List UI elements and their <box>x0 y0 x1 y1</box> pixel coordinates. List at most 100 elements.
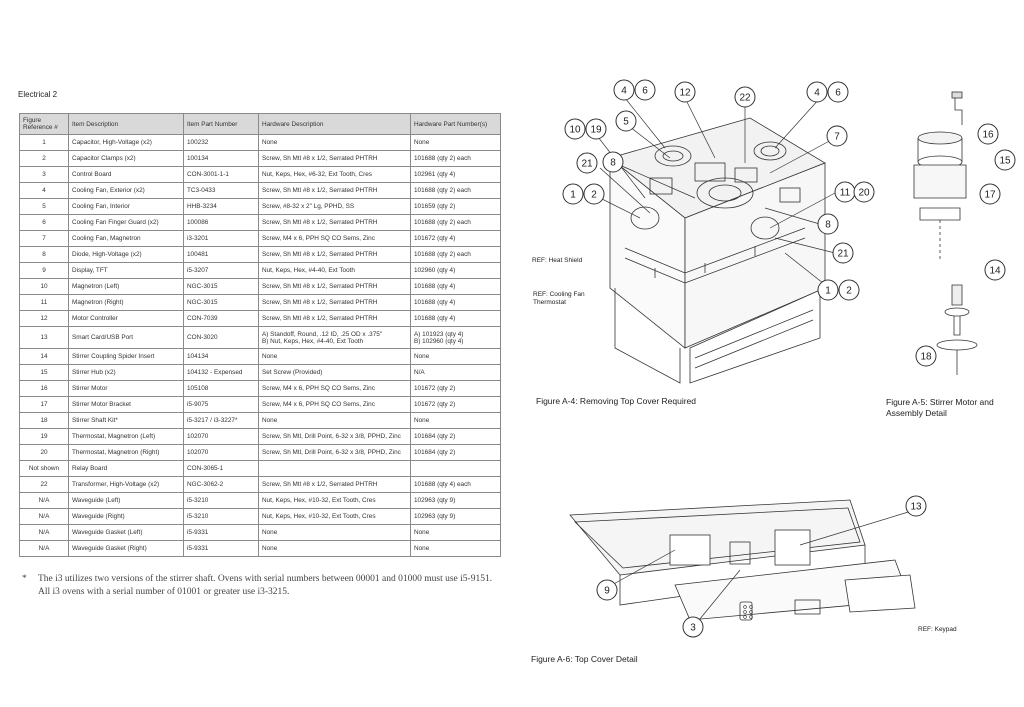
cell-hardware-part-number: 101672 (qty 2) <box>410 380 501 397</box>
callout-bubble <box>596 579 618 601</box>
callout-bubble <box>583 183 605 205</box>
cell-figure-ref: 22 <box>19 476 69 493</box>
cell-item-description: Cooling Fan Finger Guard (x2) <box>68 214 184 231</box>
cell-hardware-description: Screw, Sh Mtl #8 x 1/2, Serrated PHTRH <box>258 182 411 199</box>
callout-bubble <box>634 79 656 101</box>
cell-hardware-description <box>258 460 411 477</box>
cell-hardware-part-number: 101688 (qty 2) each <box>410 150 501 167</box>
cell-figure-ref: 2 <box>19 150 69 167</box>
cell-item-part-number: NGC-3062-2 <box>183 476 259 493</box>
cell-item-description: Cooling Fan, Magnetron <box>68 230 184 247</box>
callout-bubble <box>977 123 999 145</box>
cell-item-part-number: 100134 <box>183 150 259 167</box>
callout-number: 1 <box>825 286 831 297</box>
cell-item-part-number: 102070 <box>183 444 259 461</box>
cell-item-part-number: i5-3210 <box>183 508 259 525</box>
cell-item-description: Capacitor, High-Voltage (x2) <box>68 134 184 151</box>
cell-hardware-part-number: None <box>410 134 501 151</box>
cell-hardware-part-number: 102961 (qty 4) <box>410 166 501 183</box>
callout-bubble <box>832 242 854 264</box>
callout-number: 7 <box>834 132 840 143</box>
cell-hardware-part-number: 101688 (qty 4) <box>410 278 501 295</box>
cell-figure-ref: 19 <box>19 428 69 445</box>
cell-item-description: Cooling Fan, Interior <box>68 198 184 215</box>
callout-number: 15 <box>999 156 1011 167</box>
callout-bubble <box>827 81 849 103</box>
cell-hardware-description: Screw, M4 x 6, PPH SQ CO Sems, Zinc <box>258 380 411 397</box>
cell-item-part-number: CON-3065-1 <box>183 460 259 477</box>
callout-number: 1 <box>570 190 576 201</box>
cell-hardware-description: A) Standoff, Round, .12 ID, .25 OD x .37… <box>258 326 411 349</box>
cell-item-description: Thermostat, Magnetron (Right) <box>68 444 184 461</box>
cell-hardware-description: Screw, #8-32 x 2" Lg, PPHD, SS <box>258 198 411 215</box>
callout-bubble <box>562 183 584 205</box>
cell-figure-ref: 15 <box>19 364 69 381</box>
callout-number: 2 <box>846 286 852 297</box>
col-hardware-description: Hardware Description <box>258 113 411 135</box>
cell-item-description: Stirrer Shaft Kit* <box>68 412 184 429</box>
cell-hardware-description: Screw, Sh Mtl #8 x 1/2, Serrated PHTRH <box>258 310 411 327</box>
cell-hardware-part-number: 101672 (qty 2) <box>410 396 501 413</box>
cell-item-description: Stirrer Motor <box>68 380 184 397</box>
cell-figure-ref: 3 <box>19 166 69 183</box>
cell-figure-ref: 14 <box>19 348 69 365</box>
figure-a6-drawing <box>569 499 916 626</box>
cell-hardware-part-number: 101688 (qty 4) <box>410 310 501 327</box>
figure-a5-caption: Figure A-5: Stirrer Motor and Assembly D… <box>886 397 994 418</box>
cell-item-part-number: i3-3201 <box>183 230 259 247</box>
cell-figure-ref: 18 <box>19 412 69 429</box>
cell-item-description: Waveguide Gasket (Right) <box>68 540 184 557</box>
callout-number: 6 <box>642 86 648 97</box>
col-item-part-number: Item Part Number <box>183 113 259 135</box>
cell-figure-ref: 12 <box>19 310 69 327</box>
cell-figure-ref: 11 <box>19 294 69 311</box>
callout-number: 8 <box>610 158 616 169</box>
cell-item-part-number: NGC-3015 <box>183 278 259 295</box>
cell-hardware-description: Screw, Sh Mtl #8 x 1/2, Serrated PHTRH <box>258 294 411 311</box>
callout-number: 6 <box>835 88 841 99</box>
cell-item-description: Control Board <box>68 166 184 183</box>
callout-number: 20 <box>858 188 870 199</box>
cell-figure-ref: N/A <box>19 524 69 541</box>
callout-bubble <box>613 79 635 101</box>
callout-bubble <box>905 495 927 517</box>
cell-item-part-number: 105108 <box>183 380 259 397</box>
cell-item-part-number: 100086 <box>183 214 259 231</box>
footnote-mark: * <box>22 574 27 584</box>
cell-hardware-part-number: 101659 (qty 2) <box>410 198 501 215</box>
callout-bubble <box>576 152 598 174</box>
cell-hardware-part-number: 101684 (qty 2) <box>410 444 501 461</box>
callout-bubble <box>984 259 1006 281</box>
cell-hardware-part-number: N/A <box>410 364 501 381</box>
callout-number: 4 <box>621 86 627 97</box>
cell-figure-ref: N/A <box>19 492 69 509</box>
cell-item-description: Relay Board <box>68 460 184 477</box>
cell-item-description: Cooling Fan, Exterior (x2) <box>68 182 184 199</box>
cell-hardware-part-number: 102963 (qty 9) <box>410 508 501 525</box>
cell-hardware-description: Set Screw (Provided) <box>258 364 411 381</box>
figure-a4-drawing <box>589 97 836 384</box>
callout-bubble <box>817 213 839 235</box>
cell-item-description: Stirrer Coupling Spider Insert <box>68 348 184 365</box>
cell-hardware-description: Nut, Keps, Hex, #10-32, Ext Tooth, Cres <box>258 492 411 509</box>
cell-hardware-description: Screw, Sh Mtl #8 x 1/2, Serrated PHTRH <box>258 476 411 493</box>
cell-item-description: Waveguide (Left) <box>68 492 184 509</box>
cell-hardware-part-number: None <box>410 412 501 429</box>
cell-item-description: Transformer, High-Voltage (x2) <box>68 476 184 493</box>
cell-figure-ref: N/A <box>19 508 69 525</box>
cell-item-part-number: 104132 - Expensed <box>183 364 259 381</box>
footnote-text: The i3 utilizes two versions of the stir… <box>38 574 493 597</box>
cell-figure-ref: 5 <box>19 198 69 215</box>
cell-figure-ref: 6 <box>19 214 69 231</box>
